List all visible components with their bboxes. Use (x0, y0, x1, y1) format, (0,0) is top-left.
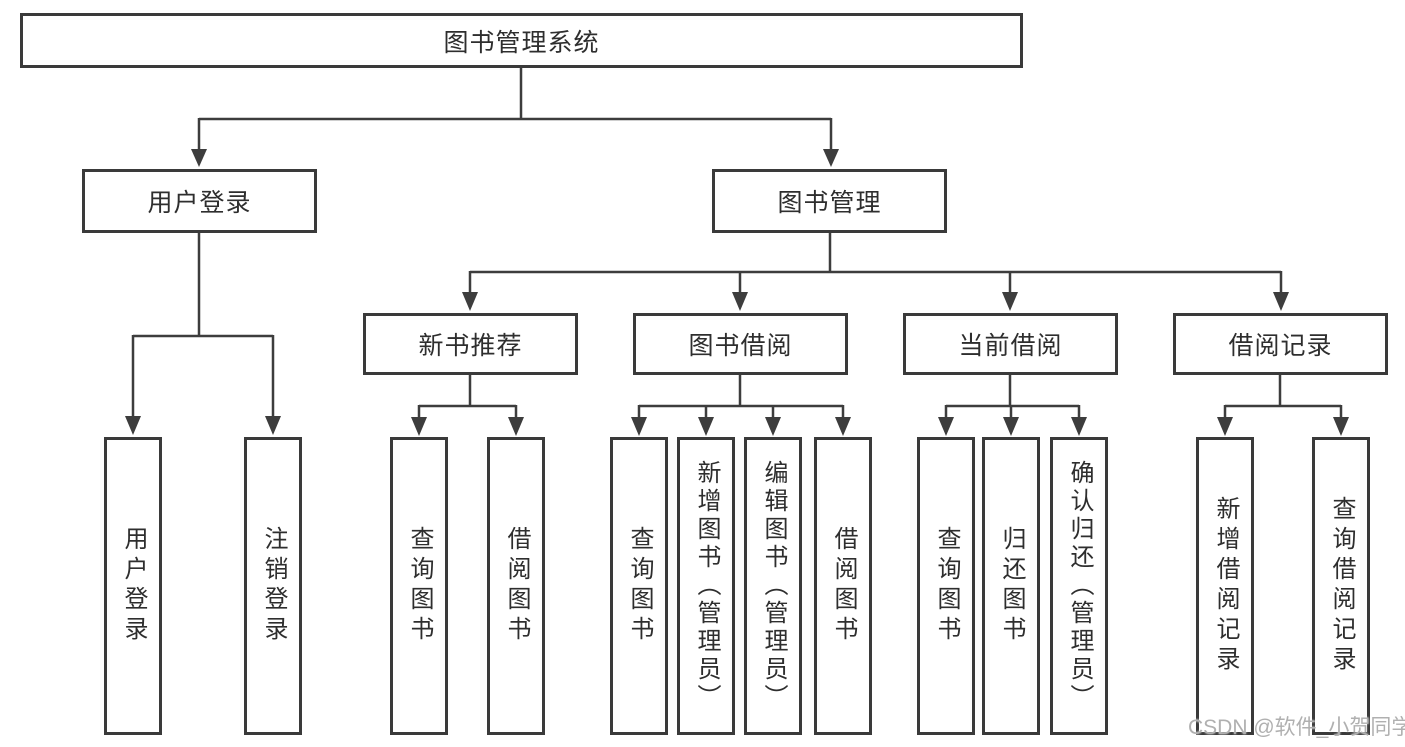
node-borrow-records: 借阅记录 (1173, 313, 1388, 375)
leaf-bb-query-books-label: 查询图书 (626, 526, 653, 646)
leaf-bb-query-books: 查询图书 (610, 437, 668, 735)
node-current-borrow-label: 当前借阅 (958, 332, 1063, 360)
leaf-br-query-record: 查询借阅记录 (1312, 437, 1370, 735)
node-book-borrow-label: 图书借阅 (688, 332, 793, 360)
node-root-label: 图书管理系统 (443, 28, 600, 57)
node-root: 图书管理系统 (20, 13, 1023, 68)
leaf-bb-edit-books-admin-label: 编辑图书（管理员） (760, 460, 787, 712)
node-borrow-records-label: 借阅记录 (1228, 332, 1333, 360)
node-book-borrow: 图书借阅 (633, 313, 848, 375)
leaf-user-login: 用户登录 (104, 437, 162, 735)
leaf-logout: 注销登录 (244, 437, 302, 735)
leaf-br-add-record: 新增借阅记录 (1196, 437, 1254, 735)
leaf-bb-add-books-admin: 新增图书（管理员） (677, 437, 735, 735)
node-current-borrow: 当前借阅 (903, 313, 1118, 375)
node-user-login: 用户登录 (82, 169, 317, 233)
leaf-bb-add-books-admin-label: 新增图书（管理员） (693, 460, 720, 712)
leaf-cb-query-books-label: 查询图书 (933, 526, 960, 646)
node-new-books: 新书推荐 (363, 313, 578, 375)
leaf-nb-borrow-books: 借阅图书 (487, 437, 545, 735)
leaf-bb-borrow-books-label: 借阅图书 (830, 526, 857, 646)
node-new-books-label: 新书推荐 (418, 332, 523, 360)
leaf-nb-query-books-label: 查询图书 (406, 526, 433, 646)
watermark: CSDN @软件_小贺同学 (1188, 716, 1405, 739)
leaf-cb-return-books-label: 归还图书 (998, 526, 1025, 646)
node-book-mgmt: 图书管理 (712, 169, 947, 233)
leaf-logout-label: 注销登录 (260, 526, 287, 646)
leaf-cb-confirm-return-admin: 确认归还（管理员） (1050, 437, 1108, 735)
leaf-br-add-record-label: 新增借阅记录 (1212, 496, 1239, 676)
node-user-login-label: 用户登录 (147, 189, 252, 217)
node-book-mgmt-label: 图书管理 (777, 189, 882, 217)
leaf-cb-return-books: 归还图书 (982, 437, 1040, 735)
leaf-bb-borrow-books: 借阅图书 (814, 437, 872, 735)
leaf-bb-edit-books-admin: 编辑图书（管理员） (744, 437, 802, 735)
leaf-user-login-label: 用户登录 (120, 526, 147, 646)
leaf-cb-confirm-return-admin-label: 确认归还（管理员） (1066, 460, 1093, 712)
leaf-nb-query-books: 查询图书 (390, 437, 448, 735)
leaf-cb-query-books: 查询图书 (917, 437, 975, 735)
leaf-nb-borrow-books-label: 借阅图书 (503, 526, 530, 646)
leaf-br-query-record-label: 查询借阅记录 (1328, 496, 1355, 676)
